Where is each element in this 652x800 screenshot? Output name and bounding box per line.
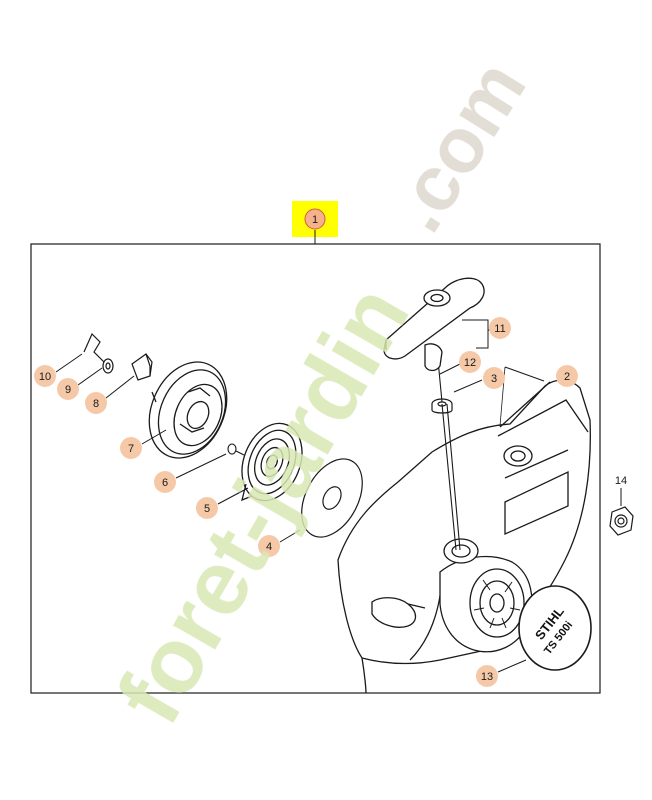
callout-12[interactable]: 12 — [439, 351, 481, 375]
callout-13[interactable]: 13 — [476, 659, 527, 687]
callout-2[interactable]: 2 — [499, 365, 578, 427]
callout-1-label: 1 — [312, 214, 318, 226]
callout-3-leader — [453, 379, 483, 393]
callout-9-label: 9 — [65, 384, 71, 396]
callout-7[interactable]: 7 — [120, 429, 167, 459]
callout-10-leader — [55, 353, 83, 373]
callout-5-leader — [217, 487, 249, 505]
callout-7-label: 7 — [128, 443, 134, 455]
callout-14-label: 14 — [615, 475, 627, 487]
callout-3[interactable]: 3 — [453, 367, 505, 393]
callout-5[interactable]: 5 — [196, 487, 249, 519]
callout-8-leader — [105, 375, 135, 399]
callout-14[interactable]: 14 — [615, 475, 627, 506]
callout-5-label: 5 — [204, 503, 210, 515]
callout-7-leader — [141, 429, 167, 445]
callout-3-label: 3 — [491, 373, 497, 385]
callout-8-label: 8 — [93, 398, 99, 410]
callout-11-label: 11 — [494, 323, 505, 335]
fan-housing-fins — [473, 579, 521, 629]
spring-clip — [83, 332, 105, 363]
pawl — [131, 353, 153, 381]
callout-11[interactable]: 11 — [462, 317, 511, 349]
starter-handle — [383, 277, 485, 372]
callout-2-leader — [504, 366, 545, 382]
watermark-gray-text: .com — [372, 45, 543, 246]
stihl-badge: STIHL TS 500i — [518, 585, 592, 671]
callout-6[interactable]: 6 — [154, 453, 227, 493]
callout-8[interactable]: 8 — [85, 375, 135, 414]
callout-12-leader — [439, 363, 461, 375]
callout-6-label: 6 — [162, 477, 168, 489]
callout-4[interactable]: 4 — [258, 529, 301, 557]
callout-13-label: 13 — [481, 671, 493, 683]
fan-housing — [337, 379, 591, 694]
callout-6-leader — [175, 453, 227, 479]
callout-4-leader — [279, 529, 301, 543]
callout-4-label: 4 — [266, 541, 272, 553]
callout-9[interactable]: 9 — [57, 367, 103, 400]
hex-nut — [609, 506, 634, 536]
small-washer — [102, 358, 114, 374]
washer — [301, 458, 363, 538]
callout-1-circle — [304, 208, 326, 230]
callout-1[interactable]: 1 — [292, 201, 338, 244]
callout-9-leader — [77, 367, 103, 386]
rope-rotor — [148, 361, 228, 459]
callout-10[interactable]: 10 — [34, 353, 83, 387]
small-screw — [227, 443, 245, 456]
callout-2-label: 2 — [564, 371, 570, 383]
callout-10-label: 10 — [39, 371, 51, 383]
callout-12-label: 12 — [464, 357, 476, 369]
callout-11-bracket — [462, 319, 489, 349]
rewind-spring — [241, 422, 303, 502]
callout-13-leader — [497, 659, 527, 673]
